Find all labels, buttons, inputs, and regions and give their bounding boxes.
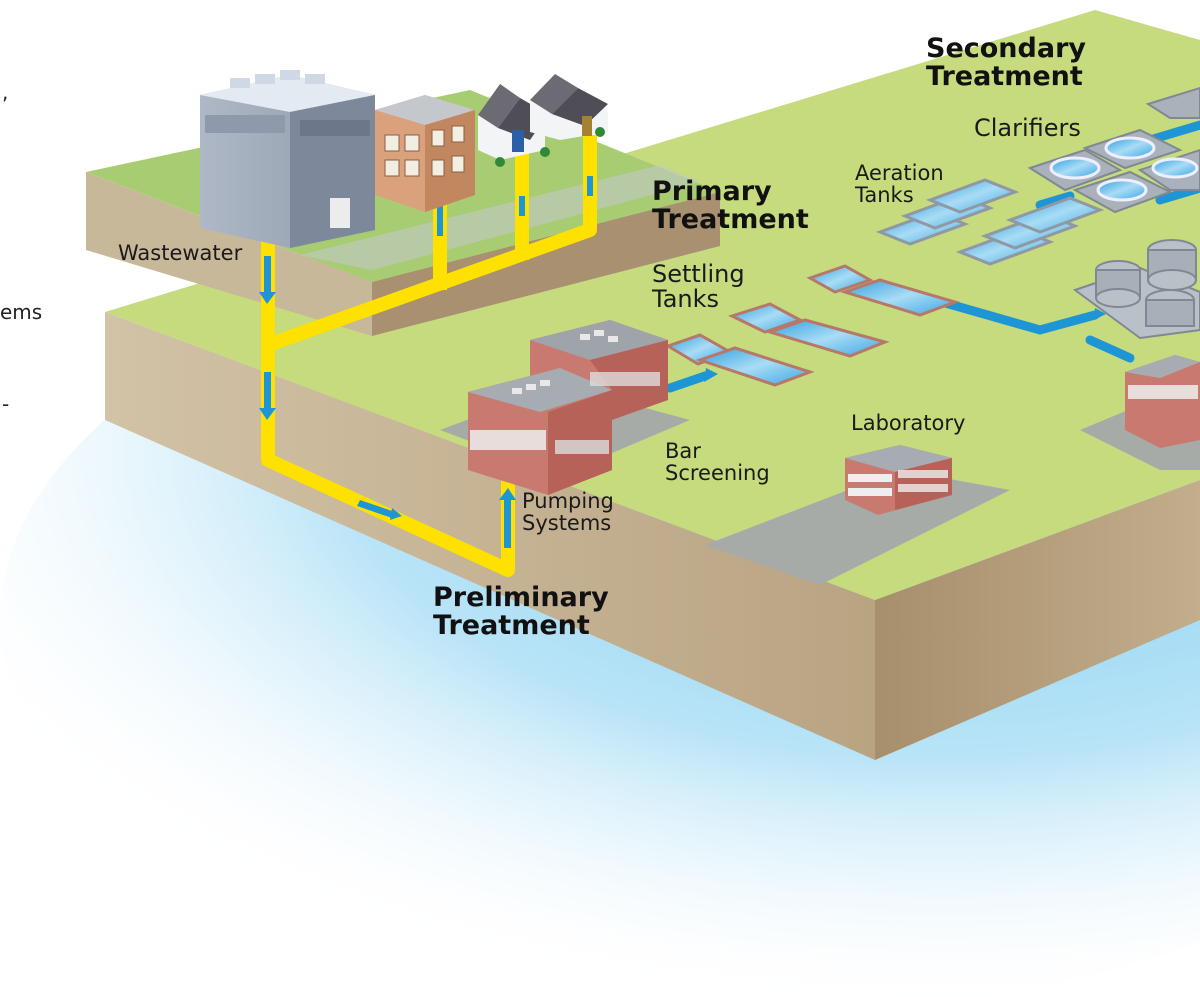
left-fragment-ems: ems (0, 300, 43, 324)
aeration-tanks (875, 178, 1105, 266)
upper-slab-side (86, 172, 372, 336)
flow-arrows (259, 176, 593, 548)
left-fragment-comma: , (2, 80, 9, 104)
ground-side-right (875, 480, 1200, 760)
apartment-building (375, 95, 475, 212)
settling-tanks (664, 264, 960, 387)
right-building (1125, 355, 1200, 448)
ground-side-front (105, 312, 875, 760)
digester-tanks (1072, 239, 1200, 340)
office-tower (200, 70, 375, 248)
houses (478, 74, 608, 167)
clarifiers (1027, 86, 1200, 214)
label-wastewater: Wastewater (118, 241, 243, 265)
laboratory-building (845, 445, 952, 515)
pumping-building (468, 320, 668, 495)
upper-slab-right (372, 192, 720, 336)
left-fragment-dash: - (2, 392, 10, 416)
label-clarifiers: Clarifiers (974, 114, 1081, 142)
label-laboratory: Laboratory (851, 411, 966, 435)
